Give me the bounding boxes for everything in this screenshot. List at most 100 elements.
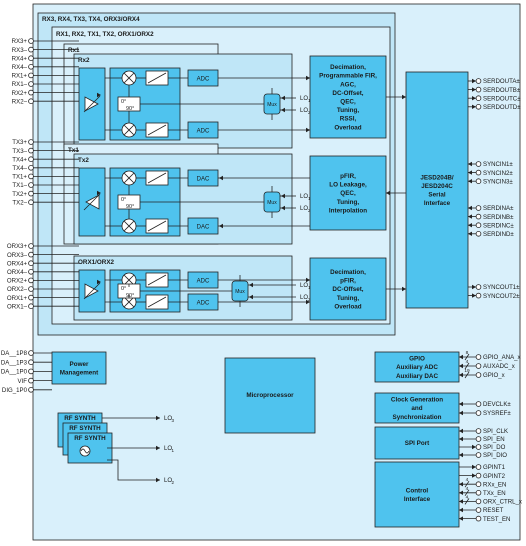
pin-label: SPI_DIO [483, 452, 507, 459]
lo2-sub: 2 [308, 208, 311, 213]
converter-label: ADC [197, 76, 210, 82]
dsp-label: Programmable FIR, [319, 73, 377, 80]
dsp-label: Overload [334, 303, 361, 310]
dsp-label: Tuning, [337, 107, 360, 114]
pin-label: ORX2+ [7, 278, 28, 285]
pin-circle [475, 169, 482, 176]
bus-slash [464, 362, 470, 370]
pin-label: TX4+ [12, 156, 27, 163]
pin-circle [475, 410, 482, 416]
pin-circle [28, 156, 34, 163]
gpio-block-label: GPIO [409, 356, 425, 363]
pin-circle [28, 182, 34, 188]
pin-label: TX3+ [12, 139, 27, 146]
pin-circle [28, 89, 34, 96]
mixer-cross [123, 172, 135, 184]
arrow-head [281, 95, 285, 101]
pin-circle [28, 147, 34, 154]
pin-label: SYSREF± [483, 410, 511, 417]
arrow-head [249, 282, 253, 288]
pin-circle [475, 78, 482, 84]
dsp-label: Tuning, [337, 295, 360, 302]
pin-label: RX4– [12, 64, 28, 71]
pin-circle [475, 489, 482, 496]
mux-label: Mux [267, 102, 277, 108]
pin-label: TEST_EN [483, 516, 510, 523]
arrow-head [468, 223, 472, 228]
mixer-cross [123, 274, 135, 286]
arrow-head [459, 363, 463, 369]
pin-circle [475, 401, 482, 407]
pin-circle [28, 38, 34, 44]
pin-label: RX3+ [12, 38, 28, 45]
pin-label: DA__1P0 [1, 369, 28, 376]
jesd-label: Interface [424, 200, 451, 207]
arrow-head [219, 175, 223, 181]
bus-slash [464, 371, 470, 379]
jesd-label: JESD204C [421, 183, 453, 190]
lo-out-wire [107, 459, 160, 481]
arrow-head [306, 75, 310, 81]
pin-label: DEVCLK± [483, 401, 511, 408]
arrow-head [472, 464, 476, 470]
pin-label: RX4+ [12, 55, 28, 62]
arrow-head [468, 170, 472, 175]
power-label: Management [60, 370, 99, 377]
dsp-label: QEC, [340, 190, 356, 197]
lo1-label: LO [300, 194, 308, 200]
rx_pins-pins: RX3+RX3–RX4+RX4–RX1+RX1–RX2+RX2– [12, 38, 79, 105]
dsp-label: pFIR, [340, 173, 356, 180]
bus-slash [464, 498, 470, 505]
pin-label: AUXADC_x [483, 363, 515, 370]
filter-slope [147, 124, 167, 136]
arrow-head [459, 428, 463, 434]
mux-label: Mux [267, 200, 277, 206]
bus-count: 4 [466, 486, 469, 492]
converter-label: DAC [197, 176, 210, 182]
arrow-head [459, 482, 463, 487]
gpio-block-label: Auxiliary ADC [396, 364, 438, 371]
pin-label: RX3– [12, 47, 28, 54]
arrow-head [281, 193, 285, 199]
pin-circle [475, 507, 482, 513]
arrow-head [459, 452, 463, 458]
pin-label: RXx_EN [483, 481, 506, 488]
rx-chain-dsp-block [309, 55, 387, 139]
rf-synth-label: RF SYNTH [69, 425, 101, 432]
lo2-sub: 2 [308, 110, 311, 115]
pin-label: GPIO_x [483, 372, 505, 379]
filter-slope [147, 172, 167, 184]
arrow-head [97, 279, 101, 285]
arrow-head [306, 277, 310, 283]
pin-circle [475, 222, 482, 229]
jesd-label: Serial [428, 192, 445, 199]
outer-channel-title: RX3, RX4, TX3, TX4, ORX3/ORX4 [42, 16, 140, 23]
arrow-head [468, 179, 472, 184]
lo-output-label: LO [164, 445, 172, 452]
pin-label: SPI_DO [483, 444, 506, 451]
lo-output-label: LO [164, 477, 172, 484]
pin-circle [475, 104, 482, 110]
rx-chain-label-back: Rx1 [68, 47, 80, 54]
converter-label: ADC [197, 300, 210, 306]
lo-output-sub: 2 [172, 480, 175, 485]
pin-circle [28, 165, 34, 171]
pin-circle [475, 472, 482, 479]
phase-90-label: 90° [126, 204, 134, 210]
arrow-head [468, 205, 472, 211]
pin-circle [475, 292, 482, 299]
phase-0-label: 0° [121, 197, 126, 203]
clock-block-label: Clock Generation [391, 397, 443, 404]
spi-block-label: SPI Port [405, 440, 430, 447]
pin-label: ORX1+ [7, 295, 28, 302]
pin-label: TX2– [12, 199, 27, 206]
bus-count: 4 [466, 494, 469, 500]
lo2-label: LO [300, 206, 308, 212]
sine-icon [80, 448, 90, 454]
filter-slope [147, 220, 167, 232]
pin-label: SERDINB± [483, 214, 514, 221]
arrow-head [459, 436, 463, 442]
